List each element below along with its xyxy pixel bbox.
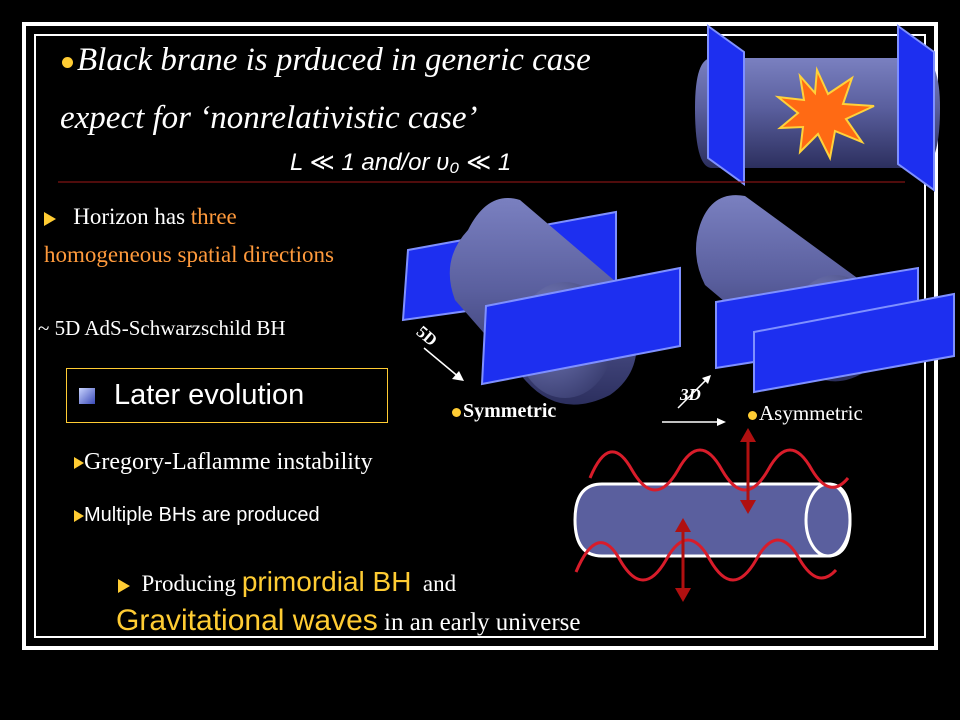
symmetric-diagram bbox=[401, 198, 681, 405]
arrow-icon bbox=[423, 347, 461, 379]
later-evolution-box bbox=[66, 368, 388, 423]
top-brane-diagram bbox=[695, 24, 940, 192]
sym-front-brane bbox=[480, 266, 681, 386]
arrow-bullet-icon bbox=[118, 578, 130, 593]
gl-wave-upper bbox=[588, 448, 850, 492]
bullet-dot-icon bbox=[62, 56, 73, 68]
explosion-star-icon bbox=[774, 66, 875, 162]
gl-cylinder-diagram bbox=[573, 428, 852, 602]
square-bullet-icon bbox=[79, 388, 95, 404]
multiple-bh-item: Multiple BHs are produced bbox=[74, 504, 320, 527]
top-right-brane bbox=[897, 24, 935, 192]
ads-label: ~ 5D AdS-Schwarzschild BH bbox=[38, 316, 286, 340]
asym-front-brane bbox=[753, 292, 955, 394]
label-3d: 3D bbox=[680, 385, 701, 404]
headline-1: Black brane is prduced in generic case bbox=[62, 42, 591, 79]
arrow-bullet-icon bbox=[74, 509, 84, 522]
bullet-dot-icon bbox=[452, 407, 461, 417]
headline-2: expect for ‘nonrelativistic case’ bbox=[60, 100, 478, 136]
horizon-line-1: Horizon has three bbox=[44, 204, 237, 230]
later-evolution-label: Later evolution bbox=[114, 379, 305, 411]
asymmetric-label: Asymmetric bbox=[748, 401, 863, 426]
gl-instability-item: Gregory-Laflamme instability bbox=[74, 449, 373, 476]
top-left-brane bbox=[707, 24, 745, 186]
gl-cylinder-end bbox=[804, 482, 852, 558]
bullet-dot-icon bbox=[748, 410, 757, 420]
math-condition: L ≪ 1 and/or υ₀ ≪ 1 bbox=[290, 149, 512, 176]
arrow-bullet-icon bbox=[74, 457, 84, 470]
producing-line: Producing primordial BH and bbox=[118, 566, 456, 598]
horizon-line-2: homogeneous spatial directions bbox=[44, 242, 334, 267]
gl-wave-lower bbox=[574, 538, 838, 582]
symmetric-label: Symmetric bbox=[452, 400, 556, 423]
gravitational-line: Gravitational waves in an early universe bbox=[116, 604, 581, 637]
arrow-bullet-icon bbox=[44, 211, 56, 226]
asymmetric-diagram bbox=[696, 195, 955, 394]
